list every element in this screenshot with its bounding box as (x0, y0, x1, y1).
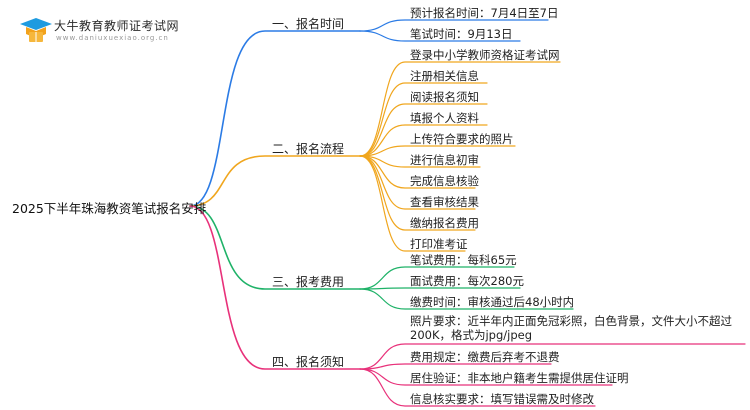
leaf-residence-check: 居住验证：非本地户籍考生需提供居住证明 (410, 371, 629, 385)
leaf-connector (359, 19, 549, 32)
leaf-process-step: 上传符合要求的照片 (410, 132, 514, 146)
branch-exam-fees: 三、报考费用 (272, 275, 345, 289)
leaf-interview-fee: 面试费用：每次280元 (410, 274, 524, 288)
leaf-connector (359, 368, 596, 407)
leaf-connector (359, 288, 574, 310)
root-node: 2025下半年珠海教资笔试报名安排 (12, 201, 207, 216)
branch-connector (189, 205, 361, 290)
leaf-connector (359, 61, 561, 157)
leaf-process-step: 缴纳报名费用 (410, 216, 479, 230)
leaf-connector (359, 368, 613, 386)
leaf-connector (359, 124, 488, 157)
leaf-connector (359, 343, 746, 370)
leaf-connector (359, 145, 516, 157)
brand-title: 大牛教育教师证考试网 (54, 19, 180, 33)
leaf-process-step: 填报个人资料 (410, 111, 479, 125)
leaf-process-step: 登录中小学教师资格证考试网 (410, 48, 560, 62)
leaf-process-step: 进行信息初审 (410, 153, 479, 167)
leaf-photo-requirement: 照片要求：近半年内正面免冠彩照，白色背景，文件大小不超过200K，格式为jpg/… (410, 314, 732, 342)
leaf-process-step: 打印准考证 (410, 237, 468, 251)
book-logo-icon (20, 18, 52, 42)
leaf-process-step: 阅读报名须知 (410, 90, 479, 104)
leaf-connector (359, 287, 521, 290)
leaf-connector (359, 363, 552, 370)
leaf-payment-time: 缴费时间：审核通过后48小时内 (410, 295, 575, 309)
leaf-info-correction: 信息核实要求：填写错误需及时修改 (410, 392, 594, 406)
branch-registration-time: 一、报名时间 (272, 17, 345, 31)
leaf-fee-rule: 费用规定：缴费后弃考不退费 (410, 350, 560, 364)
branch-registration-process: 二、报名流程 (272, 142, 345, 156)
leaf-connector (359, 30, 521, 42)
leaf-connector (359, 82, 488, 157)
leaf-connector (359, 266, 515, 290)
leaf-exam-date: 笔试时间：9月13日 (410, 27, 513, 41)
branch-connector (189, 155, 361, 207)
branch-connector (189, 205, 361, 370)
leaf-connector (359, 103, 488, 157)
leaf-connector (359, 155, 466, 252)
branch-registration-notes: 四、报名须知 (272, 355, 345, 369)
leaf-process-step: 注册相关信息 (410, 69, 479, 83)
branch-connector (189, 30, 361, 207)
leaf-process-step: 查看审核结果 (410, 195, 479, 209)
leaf-registration-period: 预计报名时间：7月4日至7日 (410, 6, 559, 20)
brand-url: www.daniuxuexiao.org.cn (56, 34, 169, 42)
leaf-written-fee: 笔试费用：每科65元 (410, 253, 517, 267)
leaf-process-step: 完成信息核验 (410, 174, 479, 188)
